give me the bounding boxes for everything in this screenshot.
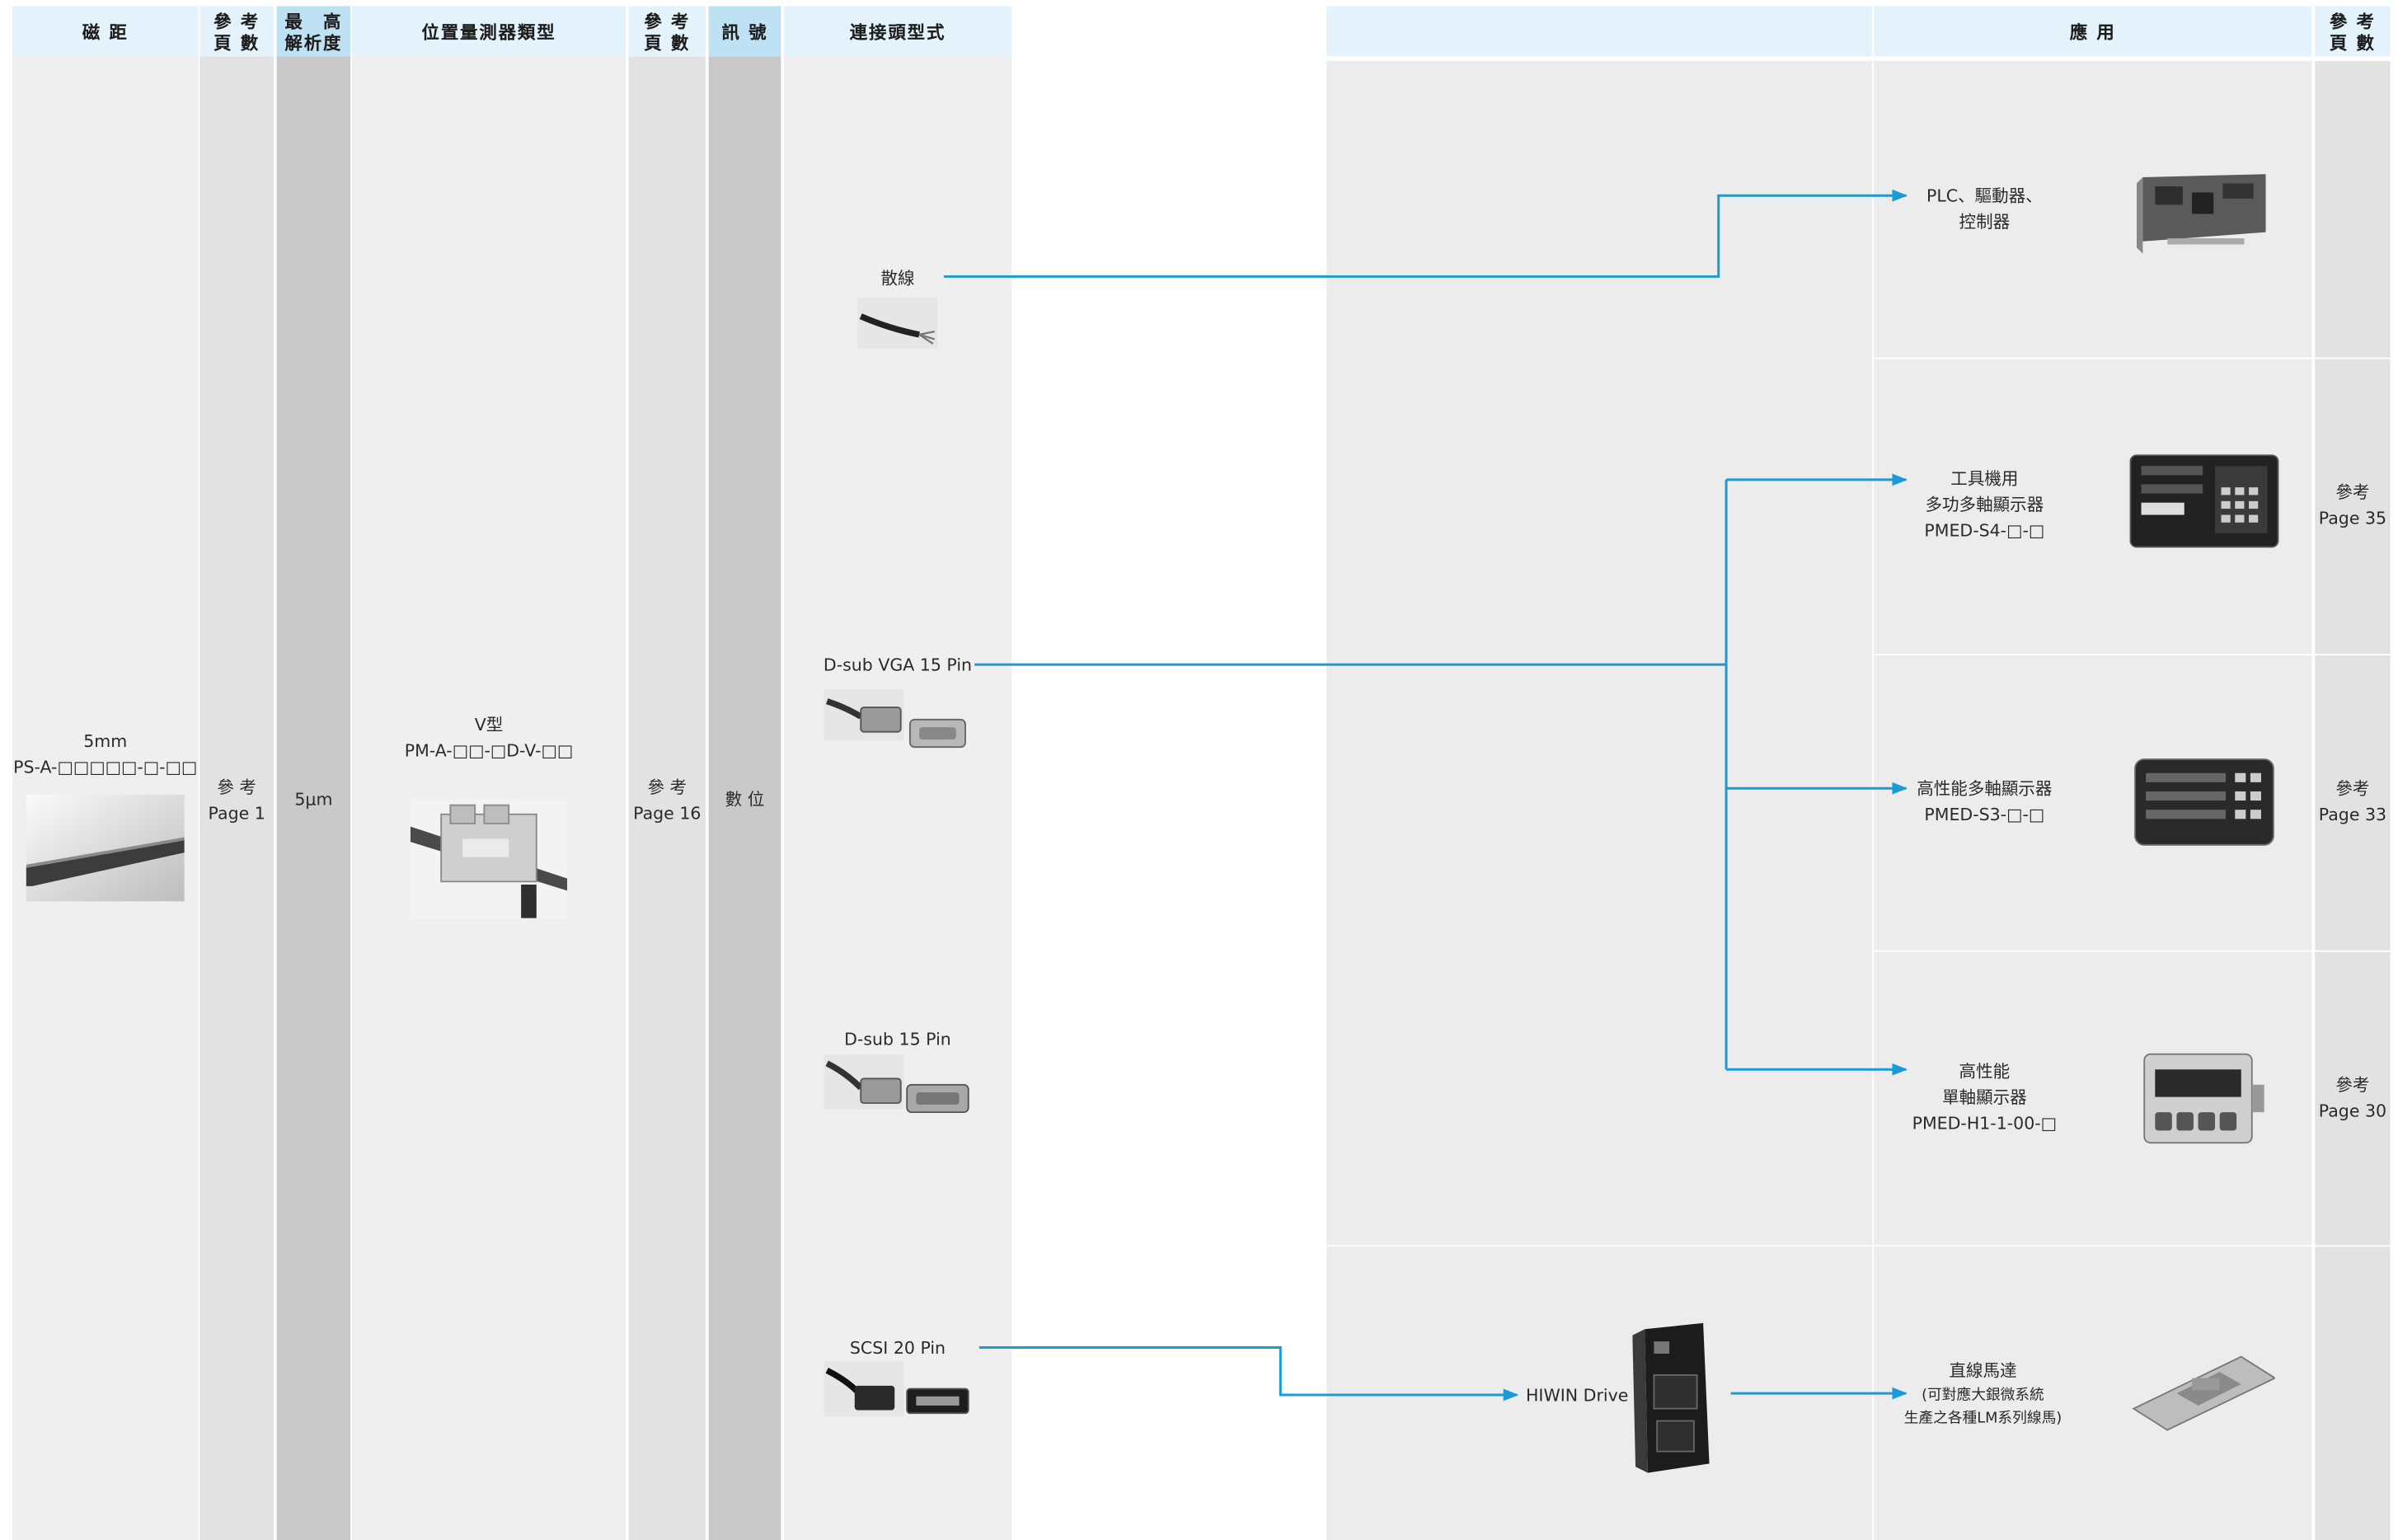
product-flow-diagram: 磁 距 參 考 頁 數 最 高 解析度 位置量測器類型 參 考 頁 數 訊 號 … <box>0 0 2398 1540</box>
connection-arrows <box>0 0 2398 1540</box>
